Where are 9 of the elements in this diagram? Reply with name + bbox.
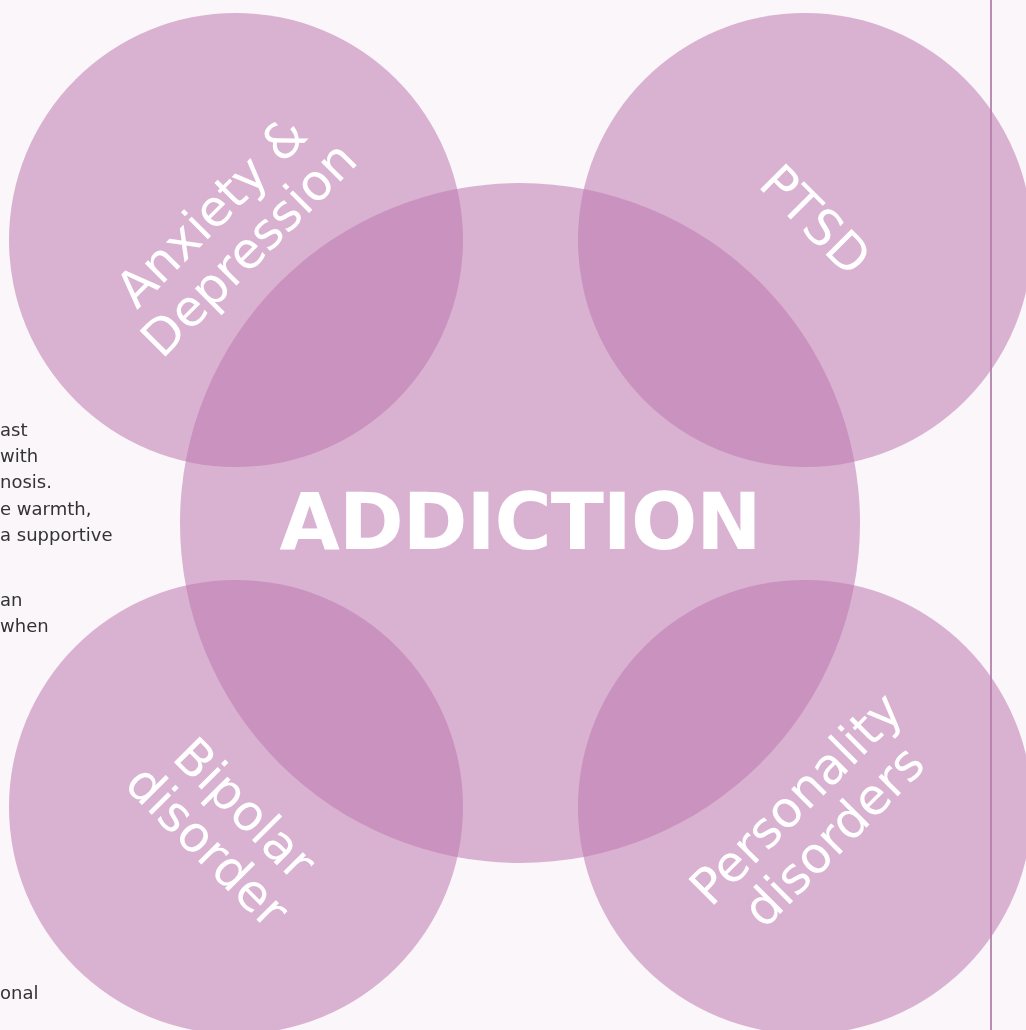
central-label: ADDICTION [278, 482, 762, 564]
text-fragment: an [0, 589, 23, 610]
text-fragment: a supportive [0, 524, 113, 545]
text-fragment: when [0, 615, 49, 636]
text-fragment: ast [0, 419, 28, 440]
text-fragment: e warmth, [0, 498, 92, 519]
text-fragment: nosis. [0, 471, 52, 492]
text-fragment: onal [0, 982, 39, 1003]
text-fragment: with [0, 445, 39, 466]
